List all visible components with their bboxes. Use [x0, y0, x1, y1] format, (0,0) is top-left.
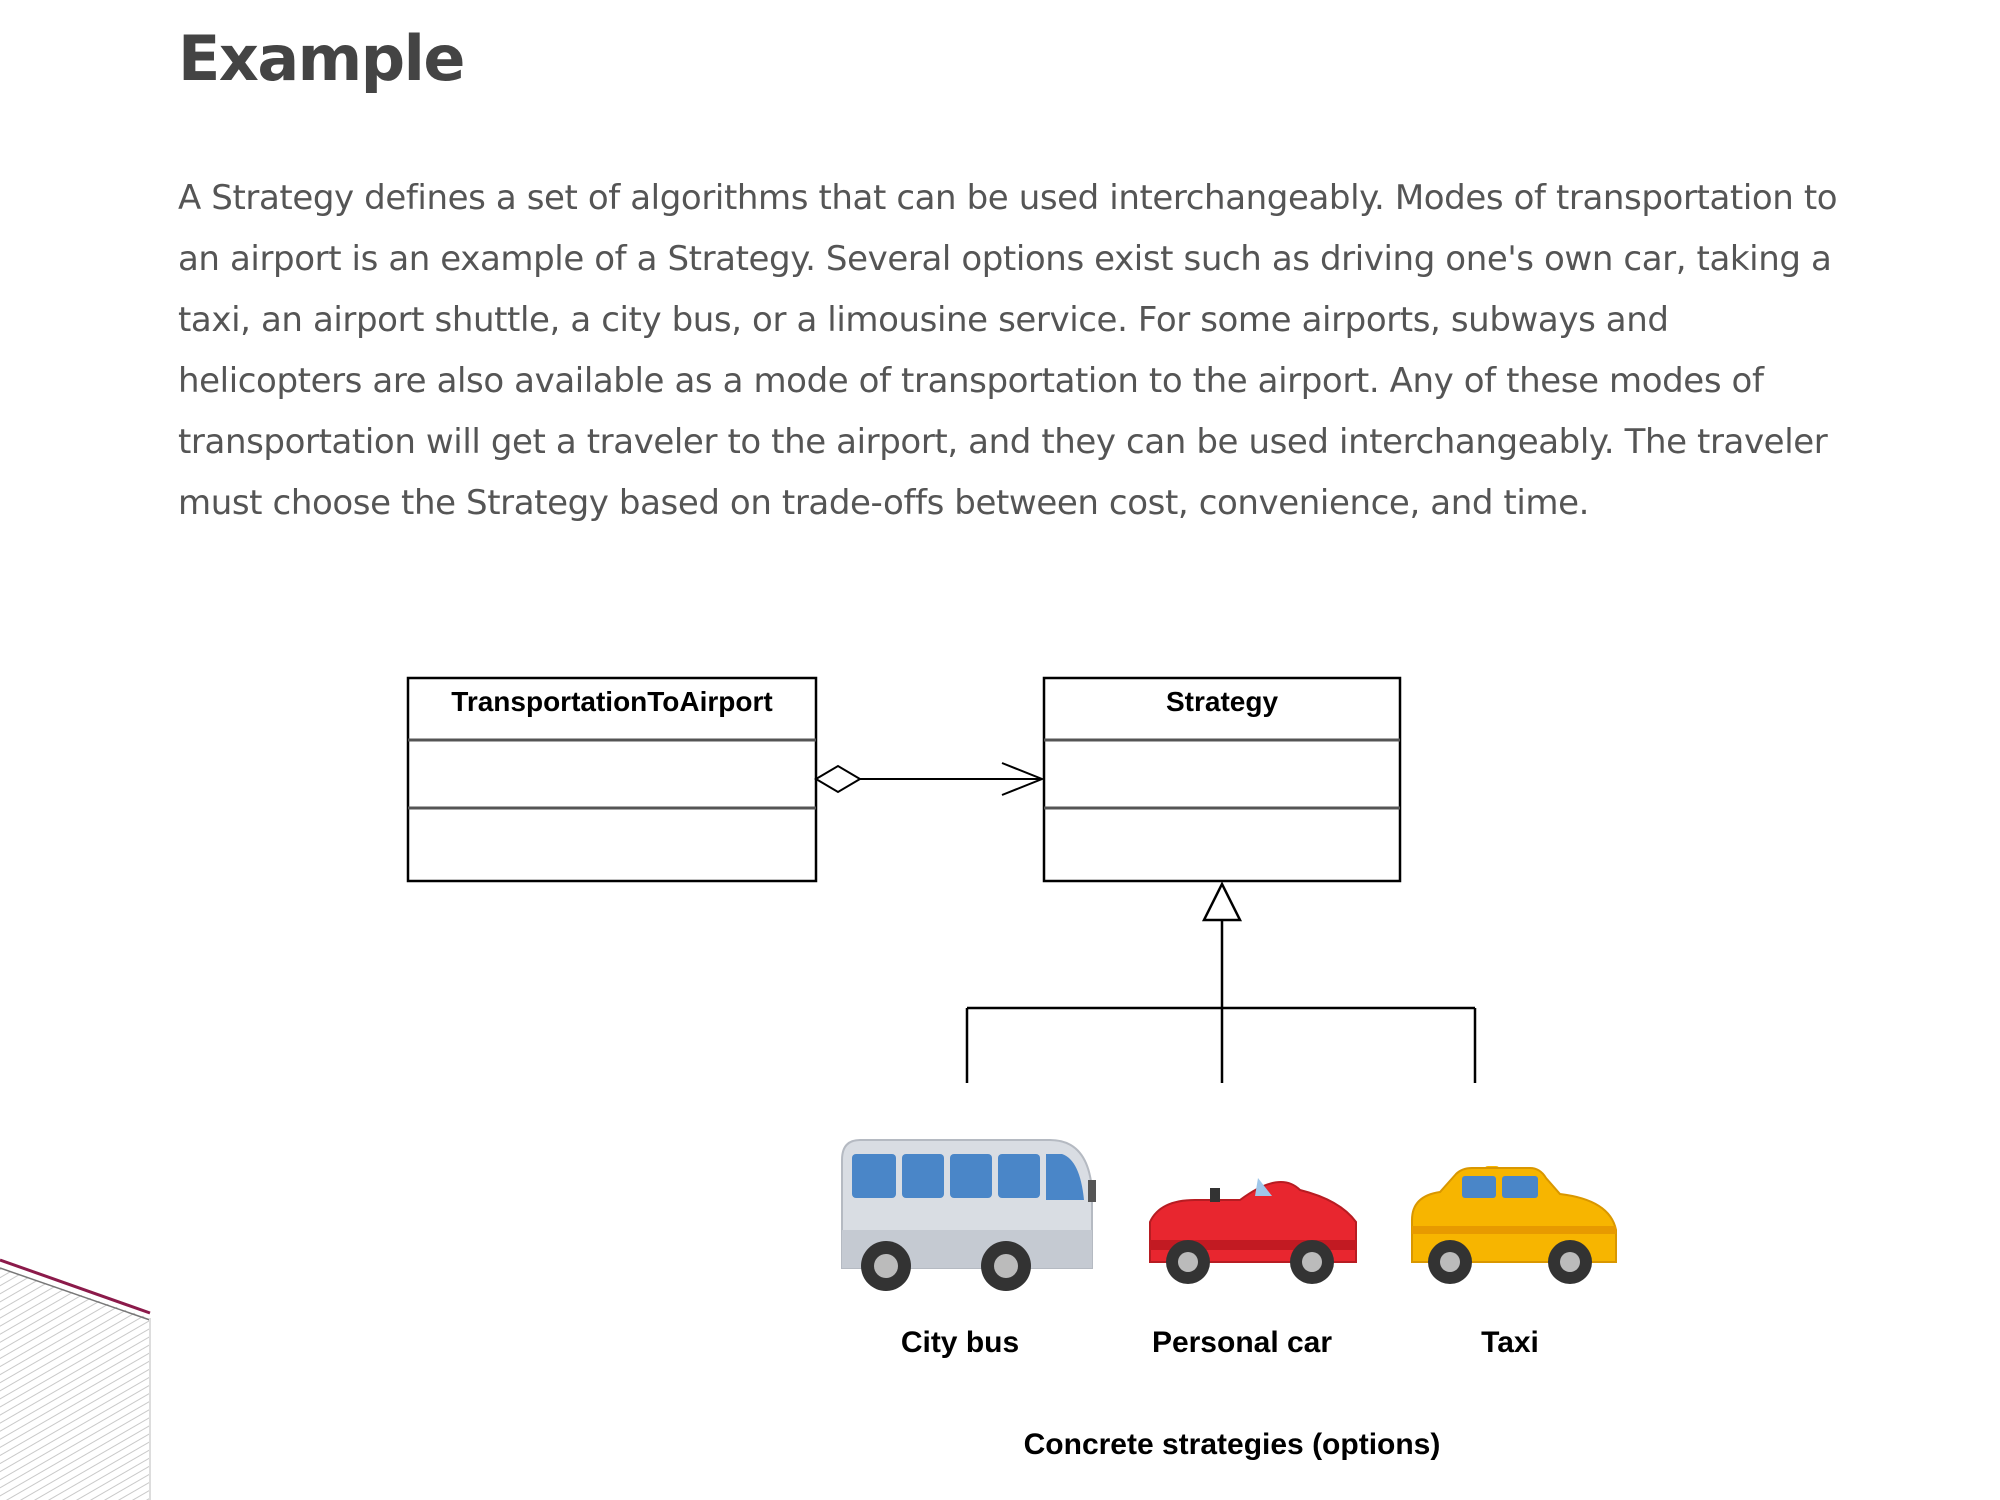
page-title: Example: [178, 22, 465, 95]
aggregation-arrow: [814, 762, 1045, 796]
vehicle-label-taxi: Taxi: [1481, 1326, 1539, 1359]
strategy-class-name: Strategy: [1166, 686, 1278, 717]
diagram-caption: Concrete strategies (options): [1024, 1428, 1441, 1461]
context-class-name: TransportationToAirport: [451, 686, 772, 717]
intro-paragraph: A Strategy defines a set of algorithms t…: [178, 178, 1838, 523]
inheritance-connector: [965, 881, 1477, 1083]
vehicle-label-car: Personal car: [1152, 1326, 1332, 1359]
car-icon: [1149, 1178, 1357, 1284]
bus-icon: [841, 1139, 1096, 1291]
context-class-box: TransportationToAirport: [406, 676, 818, 883]
vehicle-label-bus: City bus: [901, 1326, 1019, 1359]
taxi-icon: [1411, 1166, 1617, 1284]
corner-decoration: [0, 1258, 151, 1500]
strategy-class-box: Strategy: [1042, 676, 1402, 883]
